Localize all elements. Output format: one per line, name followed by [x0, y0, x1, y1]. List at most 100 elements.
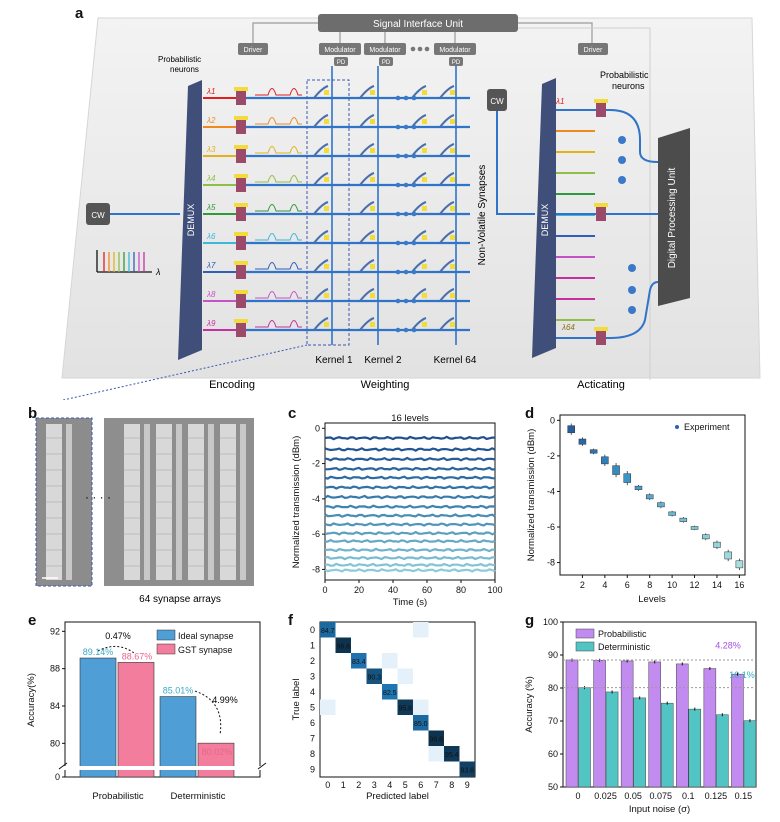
f-ytick-label-0: 0	[310, 625, 315, 635]
synapse-coupler-9-2	[359, 317, 375, 331]
g-xtick-label-3: 0.075	[649, 791, 672, 801]
neuron-heater-4	[234, 174, 248, 178]
g-bar-5-probabilistic	[703, 668, 717, 788]
synapse-cell-2-3	[422, 119, 427, 124]
row-dot-8-3	[411, 298, 417, 304]
f-offdiag-cell-5	[428, 746, 444, 762]
g-ytick-label-5: 100	[543, 617, 558, 627]
e-legend-swatch-0	[156, 629, 176, 641]
d-box-15	[724, 551, 732, 560]
synapse-cell-4-4	[450, 177, 455, 182]
d-xtick-label-1: 4	[602, 580, 607, 590]
f-diag-value-0: 84.7	[321, 628, 335, 635]
f-diag-cell-1	[335, 637, 351, 653]
right-lambda-label-64: λ64	[561, 323, 575, 332]
g-legend-swatch-1	[575, 641, 595, 652]
panel-f-letter: f	[288, 612, 293, 629]
synapse-coupler-8-2	[359, 288, 375, 302]
row-dot-5-2	[403, 211, 409, 217]
pd-label-1: PD	[337, 60, 346, 66]
g-bar-4-probabilistic	[676, 663, 689, 788]
synapse-cell-8-4	[450, 293, 455, 298]
d-box-10	[668, 511, 676, 516]
f-ytick-label-7: 7	[310, 733, 315, 743]
synapse-coupler-1-4	[439, 85, 455, 99]
synapse-cell-6-3	[422, 235, 427, 240]
c-title: 16 levels	[391, 413, 429, 424]
f-xtick-label-6: 6	[418, 780, 423, 790]
synapse-coupler-5-1	[313, 201, 329, 215]
synapse-cell-3-3	[422, 148, 427, 153]
c-plot-frame	[324, 422, 496, 581]
synapse-cell-6-1	[324, 235, 329, 240]
f-offdiag-cell-1	[382, 653, 398, 669]
d-box-16	[735, 560, 744, 569]
g-bar-2-deterministic	[633, 697, 646, 788]
lambda-label-1: λ1	[206, 87, 215, 96]
spectrum-peak-7	[255, 262, 302, 270]
row-dot-1-2	[403, 95, 409, 101]
d-xtick-label-2: 6	[625, 580, 630, 590]
f-diag-value-6: 85.0	[414, 721, 428, 728]
d-xtick-label-3: 8	[647, 580, 652, 590]
e-value-label-0: 89.14%	[83, 647, 114, 657]
c-level-line-11	[324, 530, 496, 536]
synapse-cell-2-4	[450, 119, 455, 124]
e-drop-label-0: 0.47%	[105, 631, 131, 641]
f-diag-value-1: 96.6	[336, 643, 350, 650]
f-diag-cell-0	[320, 622, 336, 638]
synapse-coupler-7-4	[439, 259, 455, 273]
g-ytick-label-3: 80	[548, 683, 558, 693]
neuron-ring-4	[236, 176, 246, 192]
spectrum-peak-3	[255, 146, 302, 154]
demux-right-bar	[532, 78, 556, 358]
signal-interface-unit-label: Signal Interface Unit	[373, 19, 463, 30]
right-neuron-heater-3	[594, 327, 608, 331]
lambda-label-3: λ3	[206, 145, 216, 154]
svg-text:Driver: Driver	[584, 47, 603, 54]
row-dot-4-3	[411, 182, 417, 188]
row-dot-1-3	[411, 95, 417, 101]
g-legend-label-1: Deterministic	[598, 642, 651, 652]
c-xtick-label-0: 0	[322, 585, 327, 595]
driver-left: Driver	[238, 43, 268, 55]
pd-label-2: PD	[382, 60, 391, 66]
c-level-line-2	[324, 447, 496, 452]
kernel1-dashed-box	[306, 79, 350, 346]
f-diag-value-3: 90.3	[367, 674, 381, 681]
neuron-ring-9	[236, 321, 246, 337]
d-box-8	[645, 494, 654, 500]
synapse-coupler-8-1	[313, 288, 329, 302]
synapse-cell-3-4	[450, 148, 455, 153]
synapse-coupler-2-2	[359, 114, 375, 128]
panel-e-letter: e	[28, 612, 37, 629]
spectrum-peak-5	[255, 204, 302, 212]
f-ytick-label-4: 4	[310, 687, 315, 697]
d-xlabel: Levels	[638, 594, 666, 605]
synapse-coupler-5-4	[439, 201, 455, 215]
spectrum-peak-9	[255, 320, 302, 328]
synapse-coupler-3-4	[439, 143, 455, 157]
right-neuron-heater-2	[594, 203, 608, 207]
row-dot-9-3	[411, 327, 417, 333]
f-xtick-label-4: 4	[387, 780, 392, 790]
c-level-line-14	[324, 555, 496, 561]
cw-right-waveguide	[496, 111, 535, 215]
synapse-coupler-9-4	[439, 317, 455, 331]
demux-right-label: DEMUX	[540, 204, 550, 237]
g-ylabel: Accuracy (%)	[524, 676, 535, 732]
synapse-cell-9-4	[450, 322, 455, 327]
right-lambda-label-1: λ1	[555, 97, 564, 106]
d-legend-marker	[675, 425, 679, 429]
synapse-cell-2-1	[324, 119, 329, 124]
stage-weighting-label: Weighting	[361, 379, 410, 391]
pd-label-64: PD	[452, 60, 461, 66]
synapse-cell-7-4	[450, 264, 455, 269]
signal-interface-unit-box	[318, 14, 518, 32]
row-dot-4-2	[403, 182, 409, 188]
c-xtick-label-3: 60	[422, 585, 432, 595]
synapse-cell-9-3	[422, 322, 427, 327]
